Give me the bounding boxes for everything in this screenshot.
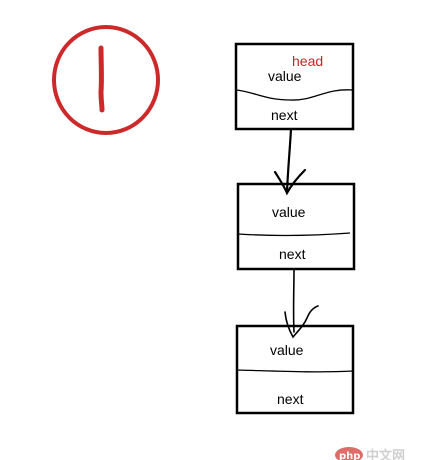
node-divider [235,89,354,101]
watermark: php 中文网 [335,447,405,460]
node-divider [237,232,351,237]
node-box [236,182,356,271]
head-label: head [292,53,323,69]
node-next-label: next [271,107,298,123]
node-divider [236,369,354,373]
watermark-badge-text: php [339,451,360,460]
node-box [234,42,355,131]
list-node-2: value next [236,182,356,271]
node-next-label: next [279,246,306,262]
node-box [235,324,355,415]
node-value-label: value [268,68,302,84]
node-value-label: value [272,204,306,220]
node-next-label: next [277,391,304,407]
list-node-head: head value next [234,42,355,131]
arrowhead-icon [284,305,319,339]
watermark-text: 中文网 [366,448,405,460]
watermark-badge-icon [335,447,363,460]
list-node-3: value next [235,324,355,415]
marker-numeral-one-icon [98,45,105,113]
arrow-shaft [285,127,293,194]
next-pointer-arrow [273,127,307,196]
node-value-label: value [270,342,304,358]
step-marker [52,25,160,135]
arrowhead-icon [273,168,307,196]
marker-circle-icon [52,25,160,135]
